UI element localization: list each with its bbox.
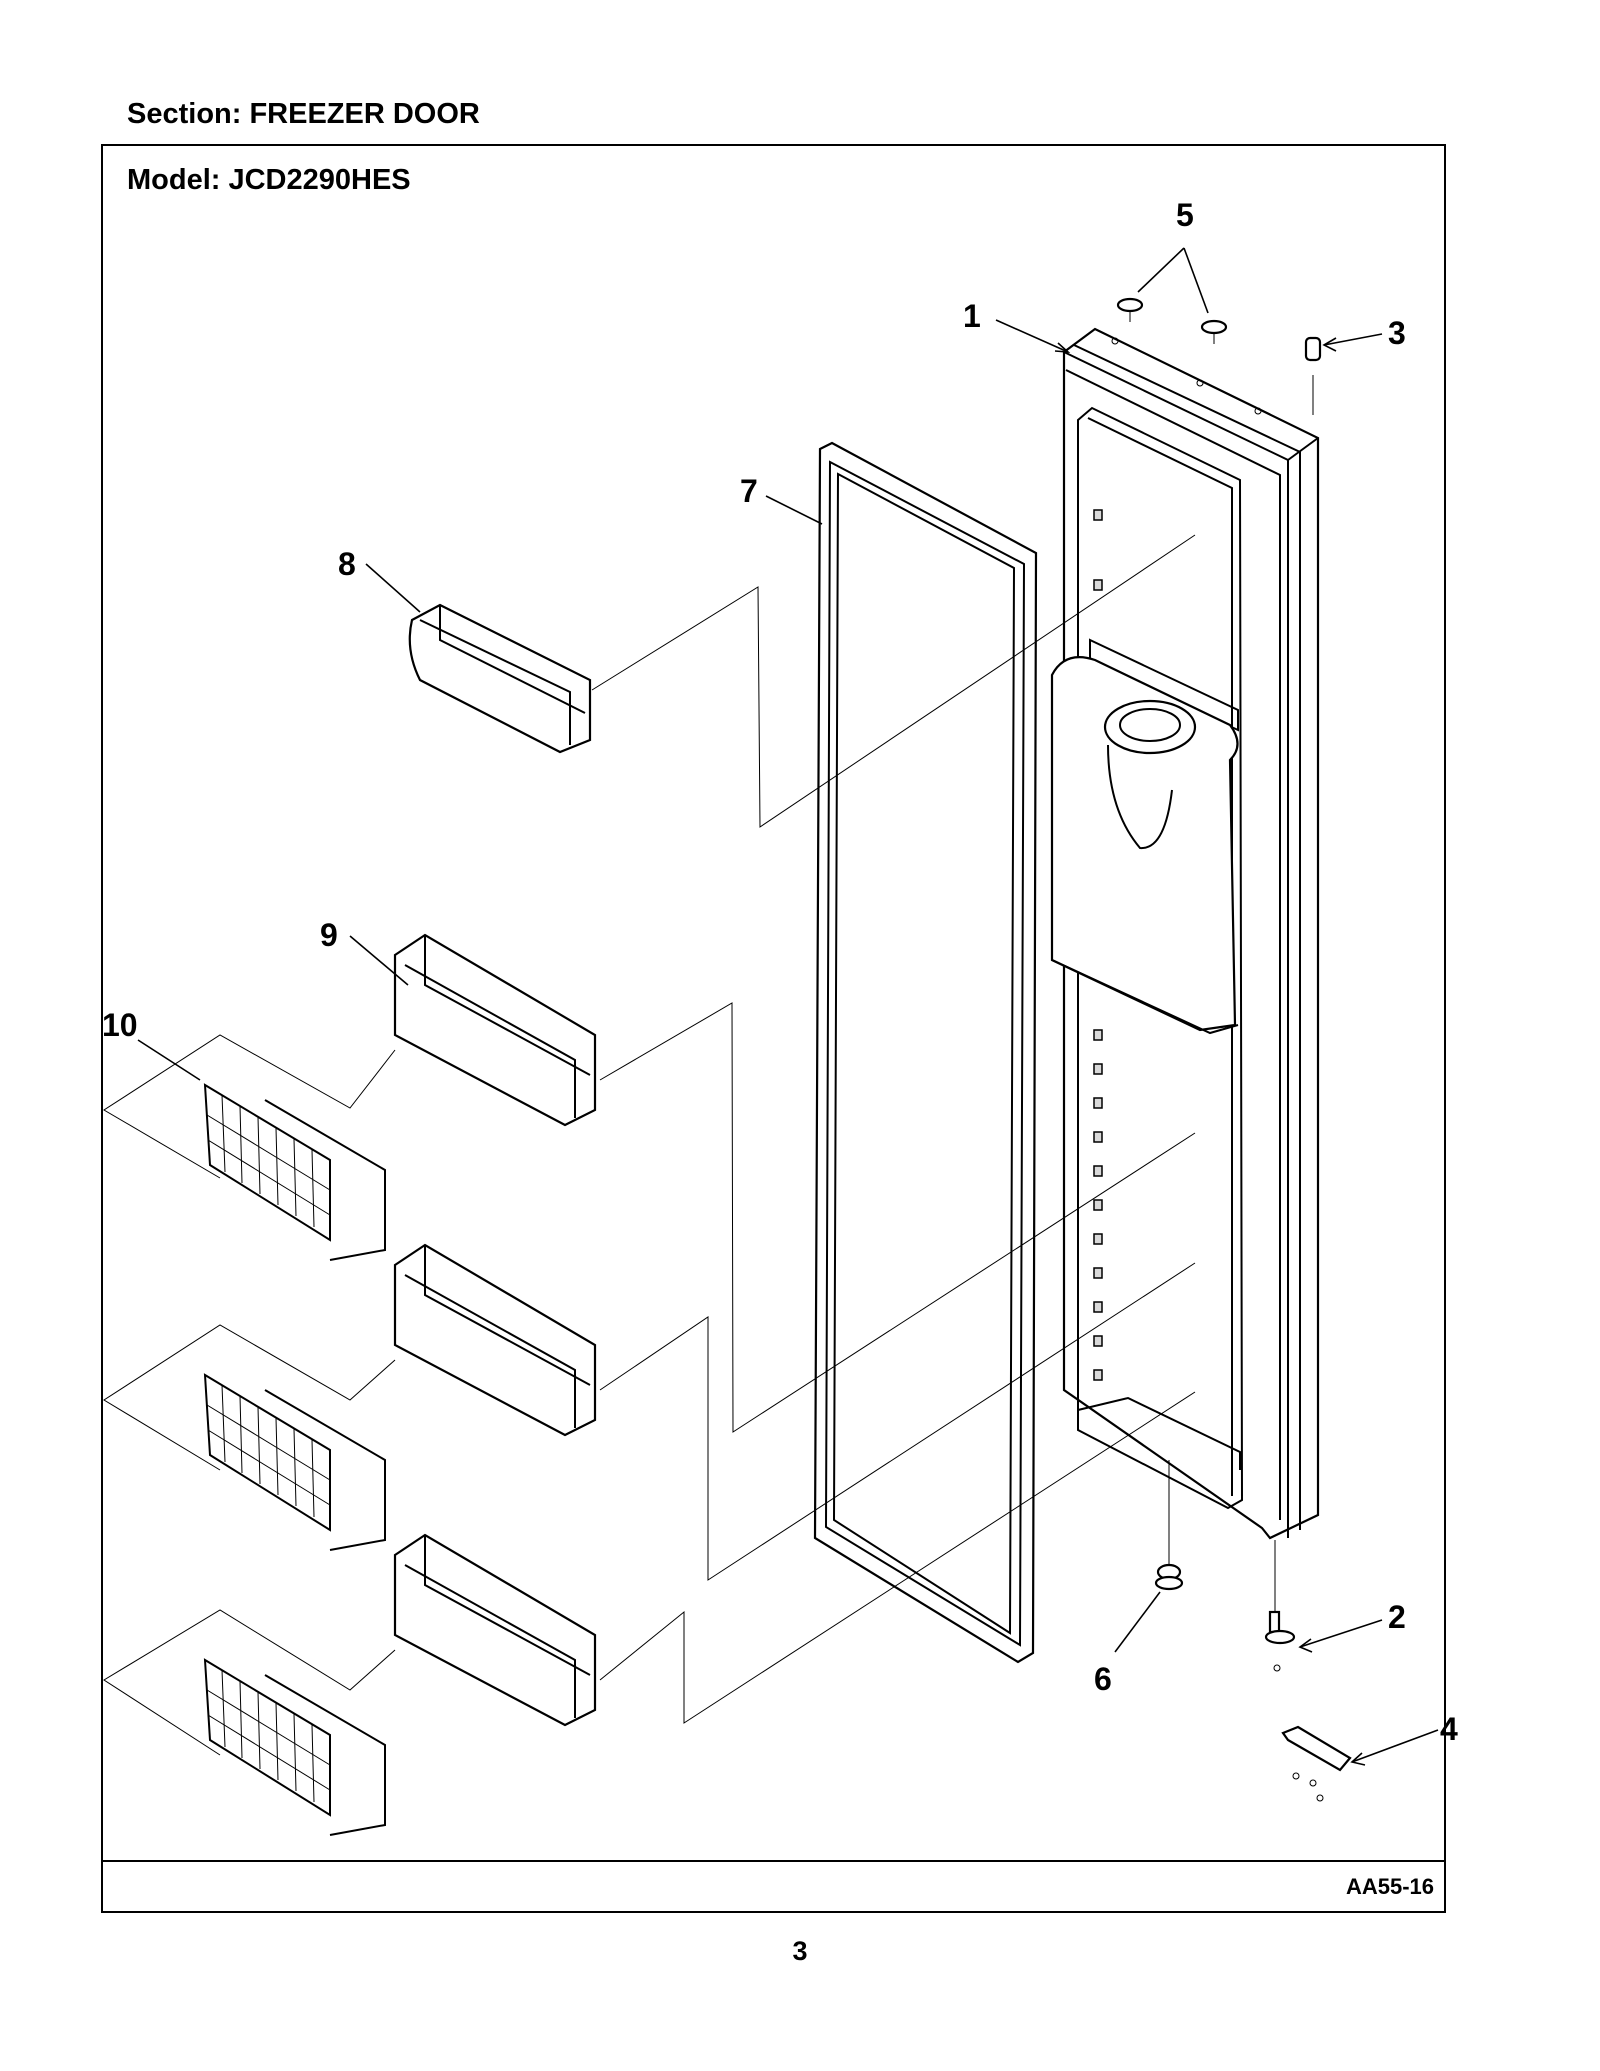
- hinge-bracket-4: [1281, 1725, 1352, 1802]
- callout-2: 2: [1388, 1599, 1406, 1635]
- door-stop-6: [1154, 1460, 1184, 1591]
- leader-lines: [137, 247, 1439, 1766]
- door-bin: [393, 1243, 597, 1437]
- freezer-door-assembly: [1050, 327, 1320, 1540]
- diagram-frame: Model: JCD2290HES AA55-16: [101, 144, 1446, 1913]
- callout-1: 1: [963, 298, 981, 334]
- page-number: 3: [792, 1936, 808, 1966]
- footer-divider: [103, 1860, 1444, 1862]
- door-gasket: [813, 441, 1038, 1664]
- diagram-code: AA55-16: [1345, 1874, 1434, 1899]
- callout-5: 5: [1176, 197, 1194, 233]
- callout-4: 4: [1440, 1711, 1458, 1747]
- door-bin: [393, 933, 597, 1127]
- bushing-3: [1304, 336, 1322, 415]
- callout-8: 8: [338, 546, 356, 582]
- wire-basket: [203, 1083, 386, 1261]
- mounting-guide-lines: [103, 534, 1196, 1756]
- callout-6: 6: [1094, 1661, 1112, 1697]
- callout-10: 10: [102, 1007, 138, 1043]
- wire-basket: [203, 1658, 386, 1836]
- callout-7: 7: [740, 473, 758, 509]
- model-title: Model: JCD2290HES: [127, 164, 411, 196]
- door-bin-small: [408, 603, 592, 754]
- plug-button-5b: [1200, 319, 1228, 344]
- door-bin: [393, 1533, 597, 1727]
- plug-button-5a: [1116, 297, 1144, 322]
- callout-3: 3: [1388, 315, 1406, 351]
- callout-9: 9: [320, 917, 338, 953]
- section-title: Section: FREEZER DOOR: [127, 98, 480, 130]
- wire-basket: [203, 1373, 386, 1551]
- hinge-pin-2: [1264, 1540, 1296, 1672]
